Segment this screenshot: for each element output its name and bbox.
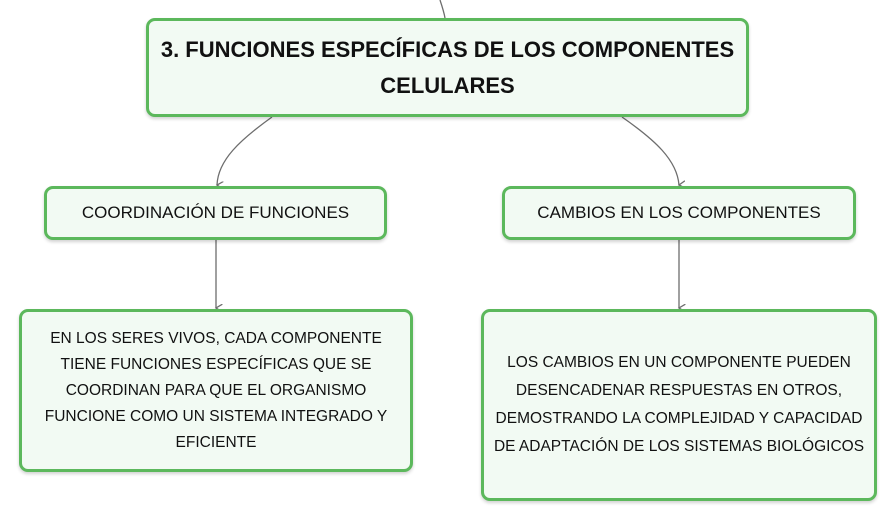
root-topic-text: 3. FUNCIONES ESPECÍFICAS DE LOS COMPONEN… <box>160 36 735 98</box>
connector-root-to-left <box>217 116 273 185</box>
detail-text-coordinacion: EN LOS SERES VIVOS, CADA COMPONENTE TIEN… <box>44 329 388 451</box>
root-topic-node[interactable]: 3. FUNCIONES ESPECÍFICAS DE LOS COMPONEN… <box>146 18 749 117</box>
subtopic-text-cambios: CAMBIOS EN LOS COMPONENTES <box>537 203 821 222</box>
detail-node-coordinacion[interactable]: EN LOS SERES VIVOS, CADA COMPONENTE TIEN… <box>19 309 413 472</box>
subtopic-node-cambios[interactable]: CAMBIOS EN LOS COMPONENTES <box>502 186 856 240</box>
subtopic-node-coordinacion[interactable]: COORDINACIÓN DE FUNCIONES <box>44 186 387 240</box>
subtopic-text-coordinacion: COORDINACIÓN DE FUNCIONES <box>81 203 350 222</box>
connector-incoming <box>439 0 446 19</box>
detail-node-cambios[interactable]: LOS CAMBIOS EN UN COMPONENTE PUEDEN DESE… <box>481 309 877 501</box>
connector-root-to-right <box>621 116 679 185</box>
detail-text-cambios: LOS CAMBIOS EN UN COMPONENTE PUEDEN DESE… <box>493 354 865 455</box>
